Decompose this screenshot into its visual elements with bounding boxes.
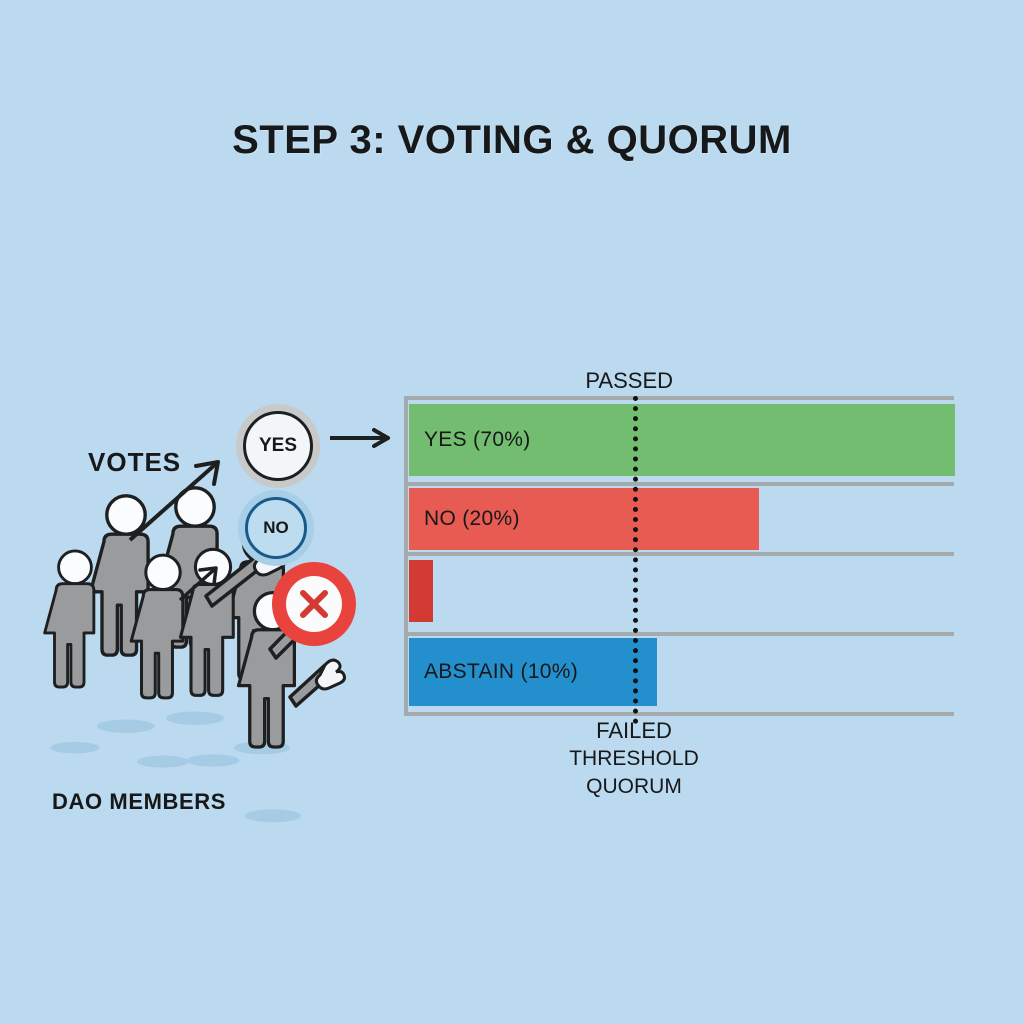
quorum-label: QUORUM xyxy=(586,775,682,798)
bar-no: NO (20%) xyxy=(409,488,759,550)
vote-badge-no-label: NO xyxy=(245,497,307,559)
chart-gridline xyxy=(404,396,954,400)
votes-label: VOTES xyxy=(88,447,182,477)
bar-yes-label: YES (70%) xyxy=(424,428,531,451)
votes-arrow-small-icon xyxy=(178,566,218,602)
bar-yes: YES (70%) xyxy=(409,404,955,476)
bar-unlabeled xyxy=(409,560,433,622)
dao-members-label: DAO MEMBERS xyxy=(52,789,227,814)
chart-gridline xyxy=(404,632,954,636)
vote-badge-yes[interactable]: YES xyxy=(236,404,320,488)
passed-annotation-text: PASSED xyxy=(585,368,673,393)
vote-badge-no[interactable]: NO xyxy=(238,490,314,566)
passed-annotation: PASSED xyxy=(0,368,1024,394)
page-title: STEP 3: VOTING & QUORUM xyxy=(232,118,792,162)
vote-badge-reject[interactable] xyxy=(272,562,356,646)
chart-gridline xyxy=(404,552,954,556)
chart-axis-left xyxy=(404,396,408,716)
threshold-label: THRESHOLD xyxy=(569,747,699,770)
chart-gridline xyxy=(404,712,954,716)
chart-gridline xyxy=(404,482,954,486)
failed-label: FAILED xyxy=(596,718,672,743)
bar-no-label: NO (20%) xyxy=(424,507,520,530)
vote-badge-yes-label: YES xyxy=(243,411,313,481)
bar-abstain: ABSTAIN (10%) xyxy=(409,638,657,706)
votes-arrow-icon xyxy=(128,460,220,542)
raised-arm-lower xyxy=(288,658,346,708)
threshold-annotation-group: FAILED THRESHOLD QUORUM xyxy=(489,717,779,801)
flow-arrow-icon xyxy=(330,428,390,448)
x-mark-icon xyxy=(286,576,342,632)
vote-results-chart: YES (70%) NO (20%) ABSTAIN (10%) xyxy=(404,396,955,724)
quorum-threshold-line xyxy=(633,396,638,724)
bar-abstain-label: ABSTAIN (10%) xyxy=(424,660,579,683)
person-figure xyxy=(43,549,102,755)
